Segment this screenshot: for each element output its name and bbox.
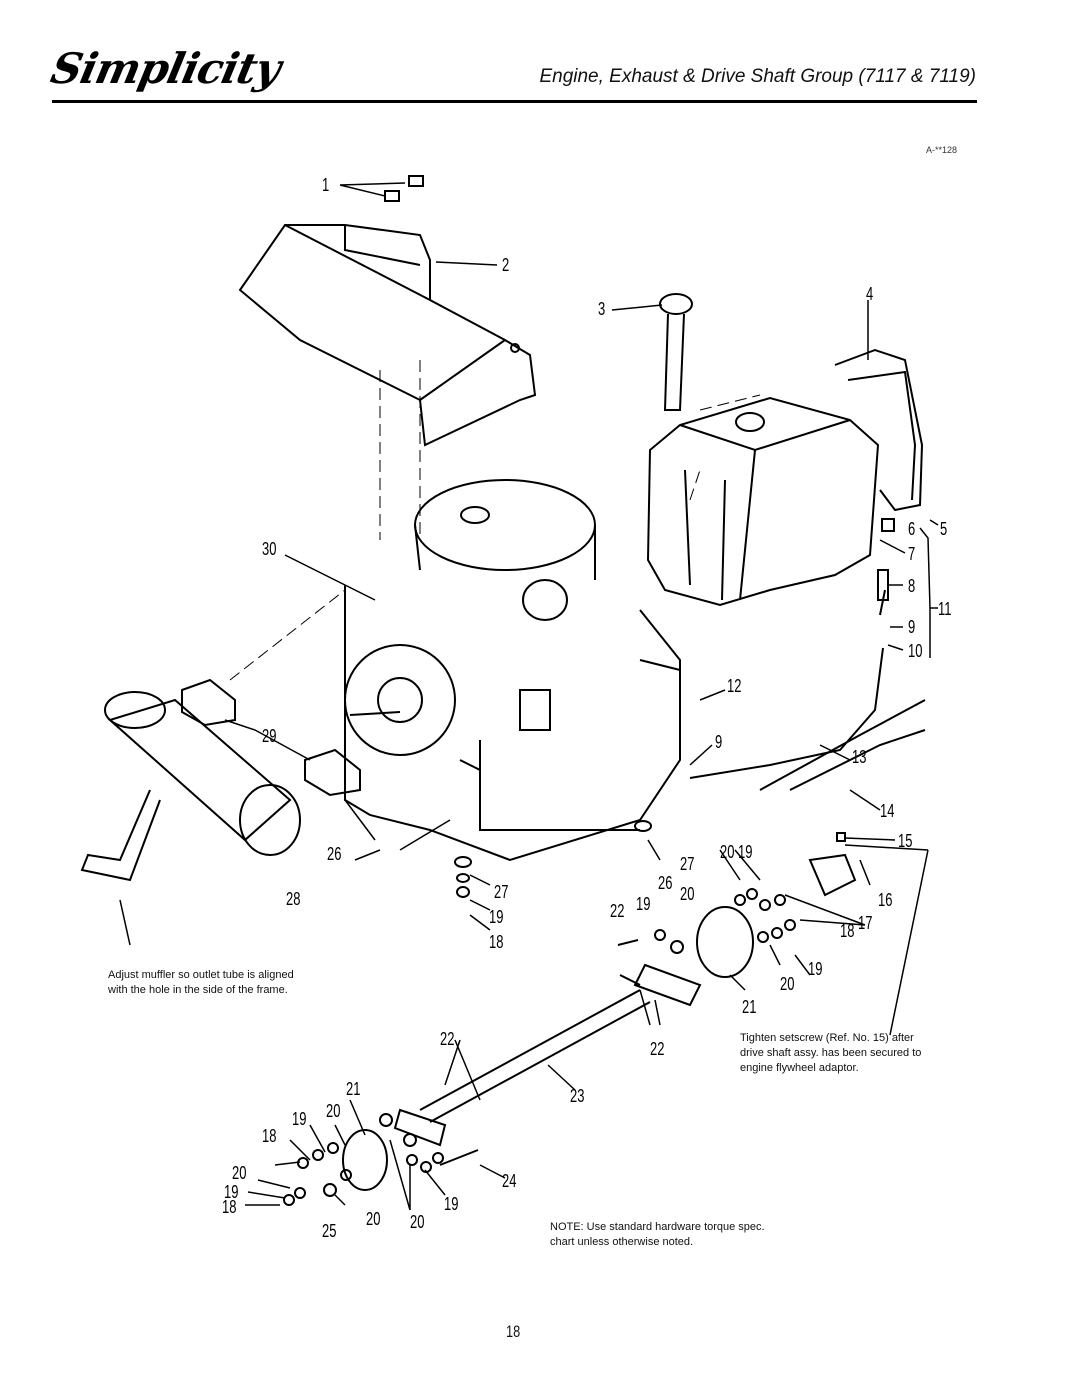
callout-20: 20 (680, 884, 695, 904)
callout-8: 8 (908, 576, 916, 596)
callout-1: 1 (322, 175, 330, 195)
callout-9: 9 (715, 732, 723, 752)
muffler-note: Adjust muffler so outlet tube is aligned… (108, 969, 294, 996)
callout-13: 13 (852, 747, 867, 767)
callout-20: 20 (410, 1212, 425, 1232)
callout-10: 10 (908, 641, 923, 661)
callout-15: 15 (898, 831, 913, 851)
callout-9: 9 (908, 617, 916, 637)
fuel-tank-drawing (646, 396, 880, 607)
callout-21: 21 (346, 1079, 361, 1099)
callout-18: 18 (840, 921, 855, 941)
callout-22: 22 (440, 1029, 455, 1049)
callout-20-19: 20 19 (720, 842, 753, 862)
callout-27: 27 (494, 882, 509, 902)
callout-23: 23 (570, 1086, 585, 1106)
callout-18: 18 (222, 1197, 237, 1217)
callout-19: 19 (808, 959, 823, 979)
callout-19: 19 (224, 1182, 239, 1202)
dipstick-drawing (659, 293, 693, 411)
callout-5: 5 (940, 519, 948, 539)
callout-27: 27 (680, 854, 695, 874)
callout-3: 3 (598, 299, 606, 319)
callout-30: 30 (262, 539, 277, 559)
strap-drawing (834, 348, 924, 512)
callout-24: 24 (502, 1171, 517, 1191)
callout-29: 29 (262, 726, 277, 746)
nut-parts (384, 175, 424, 202)
callout-2: 2 (502, 255, 510, 275)
engine-drawing (344, 479, 681, 862)
callout-19: 19 (489, 907, 504, 927)
callout-18: 18 (489, 932, 504, 952)
exhaust-shield-drawing (238, 224, 537, 447)
callout-20: 20 (366, 1209, 381, 1229)
callout-7: 7 (908, 544, 916, 564)
callout-17: 17 (858, 913, 873, 933)
callout-26: 26 (327, 844, 342, 864)
muffler-drawing (80, 691, 301, 882)
header-rule (52, 100, 977, 103)
callout-4: 4 (866, 284, 874, 304)
drive-shaft-drawing (342, 853, 857, 1191)
figure-id: A-**128 (926, 145, 958, 155)
callout-19: 19 (444, 1194, 459, 1214)
torque-note: NOTE: Use standard hardware torque spec.… (550, 1221, 765, 1248)
callout-21: 21 (742, 997, 757, 1017)
callout-25: 25 (322, 1221, 337, 1241)
callout-22: 22 (610, 901, 625, 921)
callout-11: 11 (938, 599, 952, 619)
callout-28: 28 (286, 889, 301, 909)
callout-leader-lines (119, 182, 939, 1211)
page-number: 18 (506, 1322, 521, 1341)
assembly-dashed-lines (229, 360, 761, 681)
callout-14: 14 (880, 801, 895, 821)
callout-26: 26 (658, 873, 673, 893)
callout-12: 12 (727, 676, 742, 696)
setscrew-note: Tighten setscrew (Ref. No. 15) after dri… (740, 1032, 922, 1074)
callout-19: 19 (292, 1109, 307, 1129)
callout-19: 19 (636, 894, 651, 914)
callout-18: 18 (262, 1126, 277, 1146)
callout-20: 20 (326, 1101, 341, 1121)
muffler-clamps-drawing (181, 678, 361, 797)
fuel-line-and-cables (689, 589, 926, 791)
callout-22: 22 (650, 1039, 665, 1059)
callout-16: 16 (878, 890, 893, 910)
callout-6: 6 (908, 519, 916, 539)
hardware-parts (283, 518, 895, 1206)
callout-20: 20 (232, 1163, 247, 1183)
page-title: Engine, Exhaust & Drive Shaft Group (711… (539, 66, 976, 87)
callout-20: 20 (780, 974, 795, 994)
